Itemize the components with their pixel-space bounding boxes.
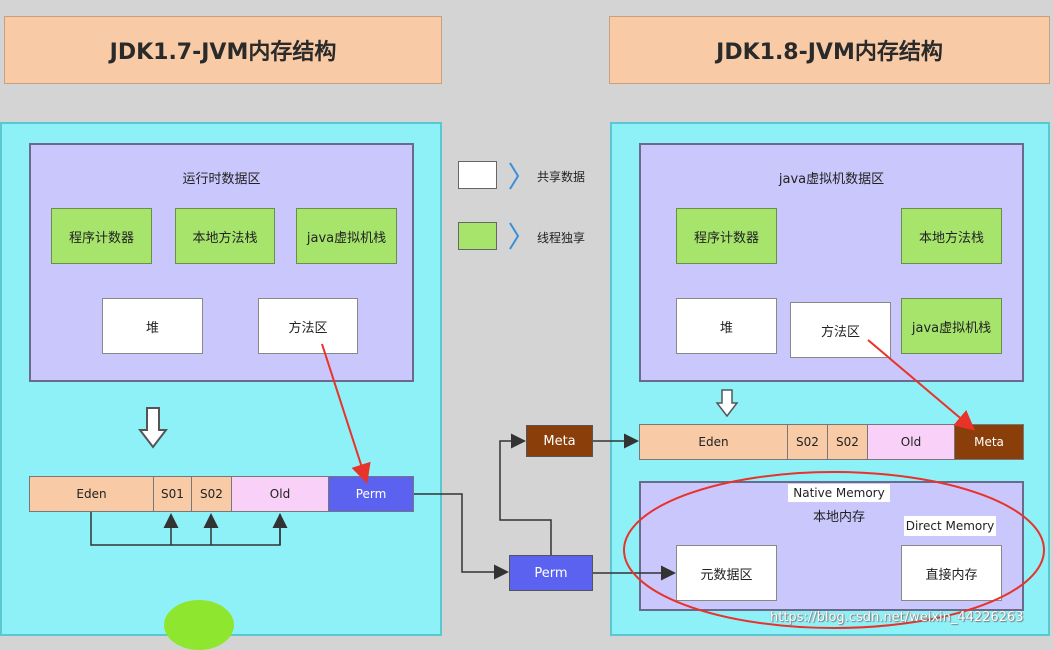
- right-native-stack: 本地方法栈: [901, 208, 1002, 264]
- native-memory-en-label: Native Memory: [788, 484, 890, 502]
- legend-shared-label: 共享数据: [537, 170, 586, 184]
- direct-memory-box: 直接内存: [901, 545, 1002, 601]
- right-old-segment: Old: [868, 425, 955, 459]
- right-java-stack: java虚拟机栈: [901, 298, 1002, 354]
- middle-meta-box: Meta: [526, 425, 593, 457]
- left-title: JDK1.7-JVM内存结构: [4, 16, 442, 84]
- left-perm-segment: Perm: [329, 477, 413, 511]
- left-java-stack: java虚拟机栈: [296, 208, 397, 264]
- left-eden-segment: Eden: [30, 477, 154, 511]
- left-heap: 堆: [102, 298, 203, 354]
- right-s02a-segment: S02: [788, 425, 828, 459]
- right-s02b-segment: S02: [828, 425, 868, 459]
- metadata-area-box: 元数据区: [676, 545, 777, 601]
- left-s02-segment: S02: [192, 477, 232, 511]
- right-title: JDK1.8-JVM内存结构: [609, 16, 1050, 84]
- left-heap-bar: Eden S01 S02 Old Perm: [29, 476, 414, 512]
- watermark-text: https://blog.csdn.net/weixin_44226263: [770, 610, 1024, 625]
- legend-private-swatch: [458, 222, 497, 250]
- legend-shared-chevron-icon: [509, 162, 520, 190]
- right-heap: 堆: [676, 298, 777, 354]
- left-method-area: 方法区: [258, 298, 358, 354]
- left-native-stack: 本地方法栈: [175, 208, 275, 264]
- left-s01-segment: S01: [154, 477, 192, 511]
- left-pc-register: 程序计数器: [51, 208, 152, 264]
- legend-shared-swatch: [458, 161, 497, 189]
- right-jvm-area-label: java虚拟机数据区: [778, 172, 885, 187]
- legend-private-chevron-icon: [509, 222, 520, 250]
- right-method-area: 方法区: [790, 302, 891, 358]
- left-down-arrow-icon: [138, 407, 168, 449]
- middle-perm-box: Perm: [509, 555, 593, 591]
- left-old-segment: Old: [232, 477, 329, 511]
- left-runtime-area-label: 运行时数据区: [182, 172, 261, 187]
- right-eden-segment: Eden: [640, 425, 788, 459]
- native-memory-cn-label: 本地内存: [812, 510, 865, 525]
- right-pc-register: 程序计数器: [676, 208, 777, 264]
- legend-private-label: 线程独享: [537, 231, 586, 245]
- right-down-arrow-icon: [715, 389, 739, 418]
- direct-memory-en-label: Direct Memory: [904, 516, 996, 536]
- right-heap-bar: Eden S02 S02 Old Meta: [639, 424, 1024, 460]
- right-meta-segment: Meta: [955, 425, 1023, 459]
